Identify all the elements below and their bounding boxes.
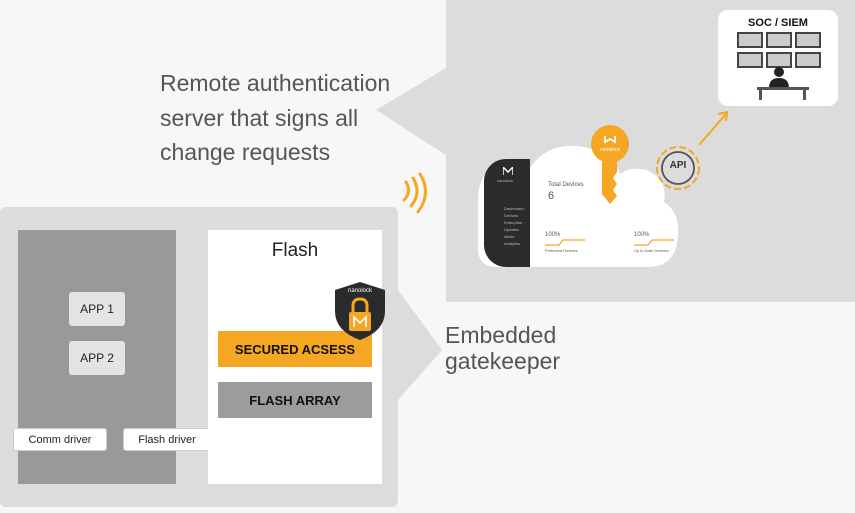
dashboard-nav-item[interactable]: Updates (504, 227, 519, 232)
dashboard-nav-item[interactable]: Dashboard (504, 206, 524, 211)
gatekeeper-callout: Embedded gatekeeper (445, 322, 645, 375)
nanolock-shield-icon (335, 282, 385, 340)
gatekeeper-callout-line: Embedded (445, 322, 557, 348)
dashboard-nav-item[interactable]: Enterprise (504, 220, 523, 225)
server-callout: Remote authentication server that signs … (160, 66, 440, 170)
flash-array-box: FLASH ARRAY (218, 382, 372, 418)
wireless-signal-icon (402, 172, 427, 214)
server-callout-line: change requests (160, 139, 331, 165)
dashboard-nav: Dashboard Devices Enterprise Updates Ale… (504, 206, 530, 248)
flash-driver-box: Flash driver (123, 428, 211, 451)
server-callout-line: server that signs all (160, 104, 359, 131)
key-icon (591, 125, 629, 204)
secured-access-box: SECURED ACSESS (218, 331, 372, 367)
api-label: API (669, 160, 687, 171)
arrow-to-soc-icon (698, 110, 729, 146)
key-brand: nanolock (599, 147, 620, 153)
nanolock-shield-brand: nanolock (347, 288, 373, 294)
protected-sparkline-icon (545, 239, 585, 246)
monitoring-screens-icon (737, 32, 821, 100)
dashboard-nav-item[interactable]: Alerts (504, 234, 515, 239)
dashboard-nav-item[interactable]: Analytics (504, 241, 521, 246)
protected-label: Protected Devices (545, 248, 578, 253)
total-devices-value: 6 (548, 190, 555, 202)
uptodate-sparkline-icon (634, 239, 674, 246)
dashboard-nav-item[interactable]: Devices (504, 213, 519, 218)
uptodate-percent: 100% (634, 232, 650, 238)
dashboard-sidebar (484, 159, 530, 267)
soc-siem-title: SOC / SIEM (748, 17, 808, 29)
comm-driver-box: Comm driver (13, 428, 107, 451)
total-devices-label: Total Devices (548, 182, 584, 188)
flash-title: Flash (271, 240, 319, 261)
dashboard-brand: nanolock (497, 178, 514, 183)
app2-box: APP 2 (69, 341, 125, 375)
app1-box: APP 1 (69, 292, 125, 326)
api-gear-icon (656, 146, 700, 190)
protected-percent: 100% (545, 232, 561, 238)
uptodate-label: Up to Date Devices (634, 248, 669, 253)
gatekeeper-callout-line: gatekeeper (445, 348, 561, 375)
server-callout-line: Remote authentication (160, 70, 391, 96)
dashboard-logo-icon (503, 167, 513, 175)
